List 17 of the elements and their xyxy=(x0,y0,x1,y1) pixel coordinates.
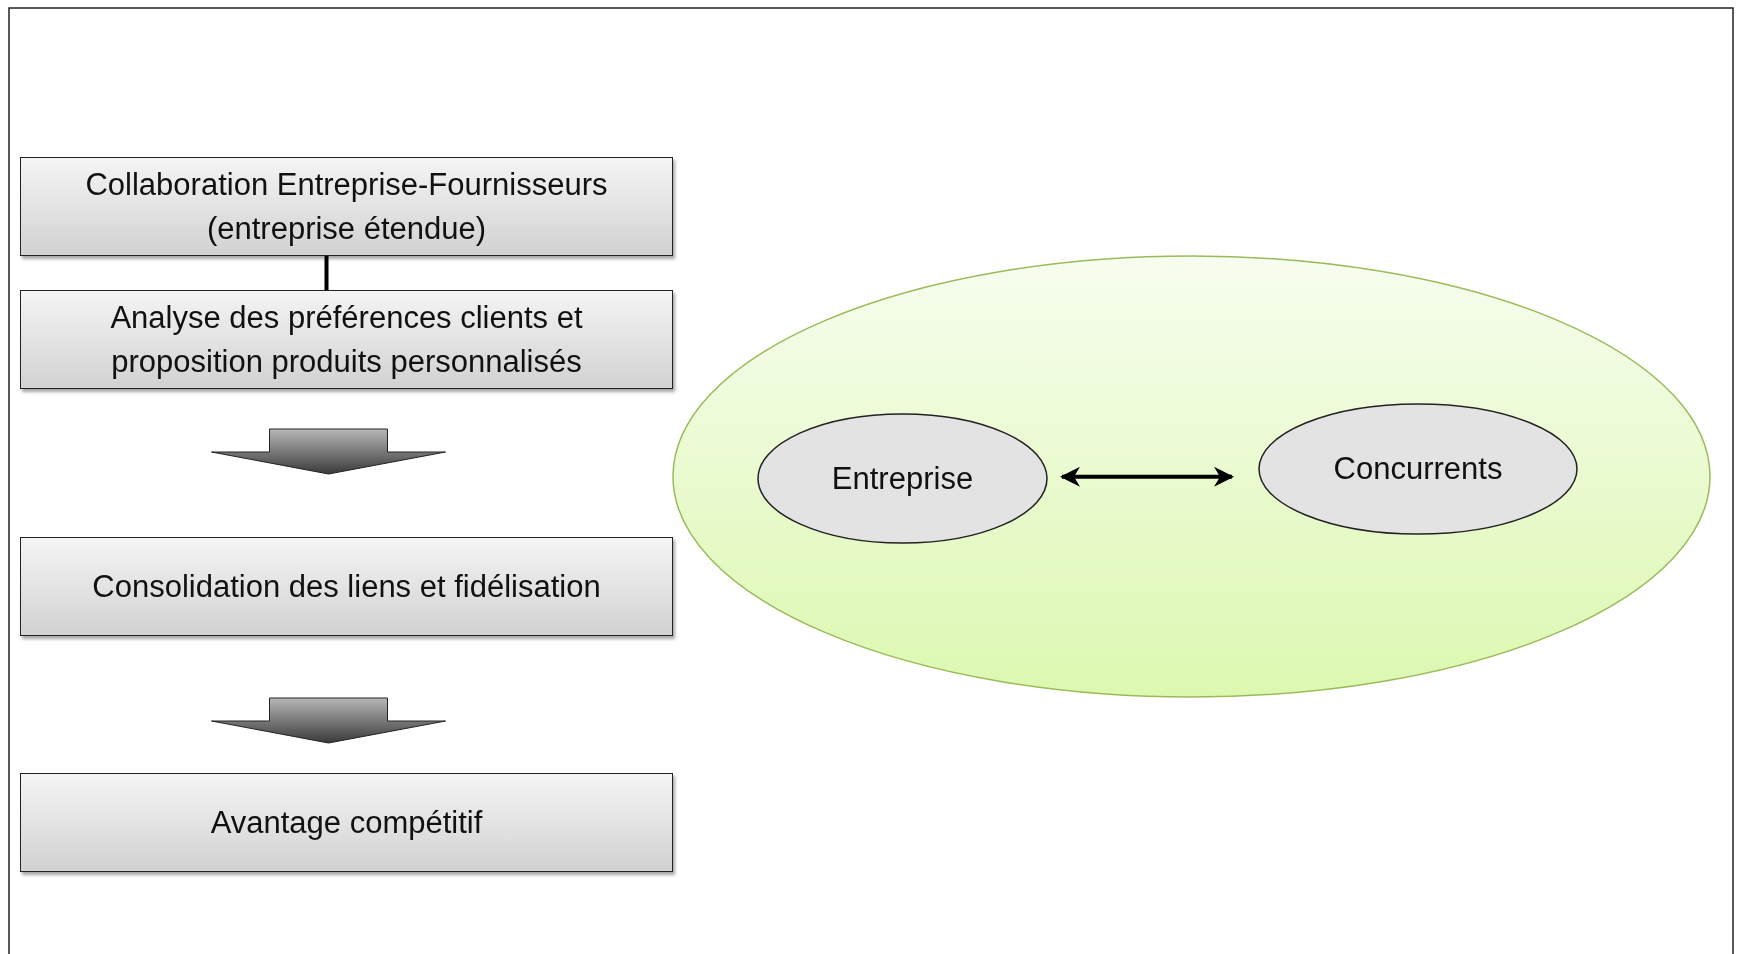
block-arrow xyxy=(211,428,446,475)
box-text: Consolidation des liens et fidélisation xyxy=(92,567,601,606)
block-arrow xyxy=(211,697,446,744)
ellipse-node xyxy=(1258,403,1578,535)
double-arrow xyxy=(1060,466,1234,487)
ellipse-label: Concurrents xyxy=(1333,451,1503,487)
box-text: Analyse des préférences clients et proposition produits personnalisés xyxy=(109,299,584,381)
ellipse-node xyxy=(757,413,1048,544)
process-box xyxy=(20,157,673,256)
process-box xyxy=(20,537,673,636)
process-box xyxy=(20,290,673,389)
box-text: Collaboration Entreprise-Fournisseurs (entreprise étendue) xyxy=(84,166,609,248)
process-box xyxy=(20,773,673,872)
ellipse-label: Entreprise xyxy=(831,460,974,497)
box-text: Avantage compétitif xyxy=(210,803,483,842)
group-ellipse xyxy=(672,255,1711,698)
connector-line xyxy=(324,256,329,290)
